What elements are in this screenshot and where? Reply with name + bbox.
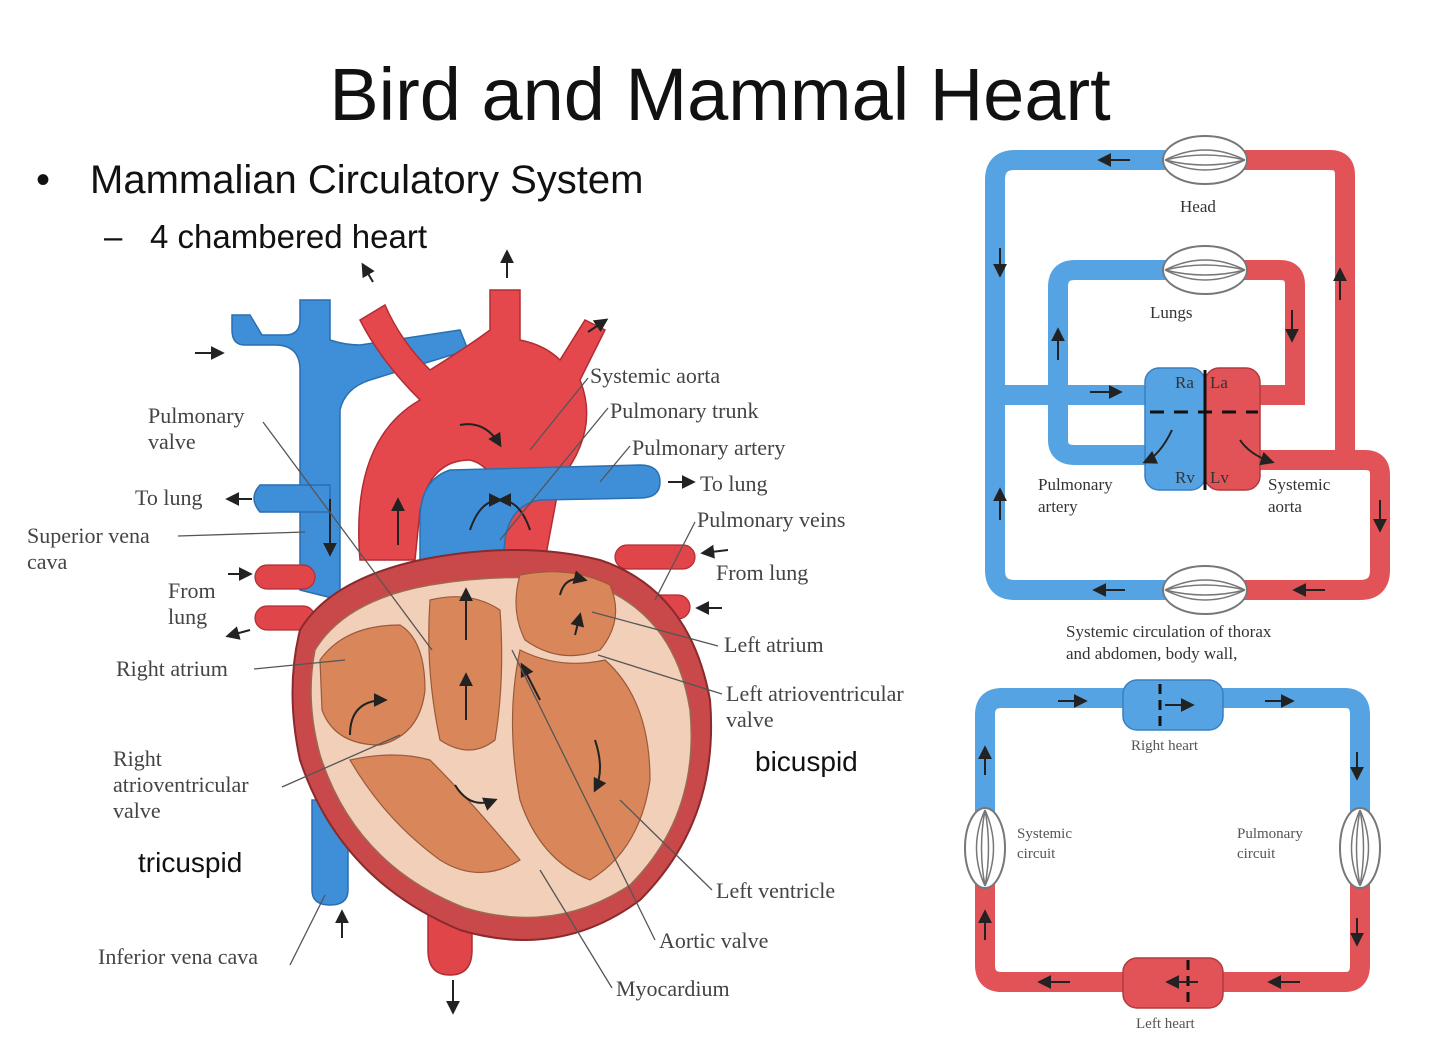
label-pulmonary-artery: Pulmonary artery xyxy=(632,435,785,460)
external-arrows xyxy=(195,249,729,1015)
label-pulmonary-veins: Pulmonary veins xyxy=(697,507,846,532)
label-right-heart: Right heart xyxy=(1131,738,1199,754)
capillary-bed-head xyxy=(1162,135,1248,185)
capillary-bed-lungs xyxy=(1162,245,1248,295)
bullet-item: • Mammalian Circulatory System xyxy=(36,158,643,203)
pulmonary-vein-shape xyxy=(254,564,316,590)
label-lv: Lv xyxy=(1210,468,1229,487)
circulation-diagram: Ra La Rv Lv xyxy=(985,135,1390,663)
flow-arrows xyxy=(323,423,607,811)
label-left-atrium: Left atrium xyxy=(724,632,824,657)
label-la: La xyxy=(1210,373,1228,392)
label-tricuspid: tricuspid xyxy=(138,847,242,878)
circuit-arrows xyxy=(978,694,1364,989)
label-inferior-vena-cava: Inferior vena cava xyxy=(98,944,258,969)
pulmonary-capillary-icon xyxy=(1339,807,1381,889)
label-rv: Rv xyxy=(1175,468,1195,487)
circulation-arrows xyxy=(993,153,1387,597)
subbullet-marker: – xyxy=(104,218,123,255)
label-ra: Ra xyxy=(1175,373,1194,392)
subbullet-text: 4 chambered heart xyxy=(150,218,428,255)
right-ventricle-chamber xyxy=(349,754,521,874)
leader-lines xyxy=(177,377,723,989)
label-head: Head xyxy=(1180,197,1216,216)
label-systemic-aorta: Systemic aorta xyxy=(590,363,720,388)
bullet-marker: • xyxy=(36,158,51,202)
slide-title: Bird and Mammal Heart xyxy=(329,53,1111,136)
systemic-capillary-icon xyxy=(964,807,1006,889)
pulmonary-vein-path xyxy=(1235,260,1305,405)
label-to-lung-right: To lung xyxy=(700,471,768,496)
systemic-venous-path xyxy=(985,150,1175,600)
label-lungs: Lungs xyxy=(1150,303,1193,322)
label-aortic-valve: Aortic valve xyxy=(659,928,768,953)
label-left-ventricle: Left ventricle xyxy=(716,878,835,903)
superior-vena-cava-shape xyxy=(231,299,469,601)
subbullet-item: –4 chambered heart xyxy=(104,218,427,256)
pulmonary-artery-path xyxy=(1048,260,1175,465)
label-myocardium: Myocardium xyxy=(616,976,730,1001)
systemic-arterial-path-upper xyxy=(1235,150,1355,460)
label-from-lung-right: From lung xyxy=(716,560,808,585)
label-left-heart: Left heart xyxy=(1136,1016,1196,1032)
bullet-text: Mammalian Circulatory System xyxy=(90,158,644,202)
left-ventricle-chamber xyxy=(511,649,651,881)
capillary-bed-body xyxy=(1162,565,1248,615)
right-atrium-chamber xyxy=(319,624,426,746)
label-pulmonary-trunk: Pulmonary trunk xyxy=(610,398,759,423)
label-right-atrium: Right atrium xyxy=(116,656,228,681)
label-to-lung-left: To lung xyxy=(135,485,203,510)
label-bicuspid: bicuspid xyxy=(755,746,858,777)
pulmonary-artery-left-shape xyxy=(253,484,331,513)
pulmonary-vein-shape xyxy=(614,544,696,570)
